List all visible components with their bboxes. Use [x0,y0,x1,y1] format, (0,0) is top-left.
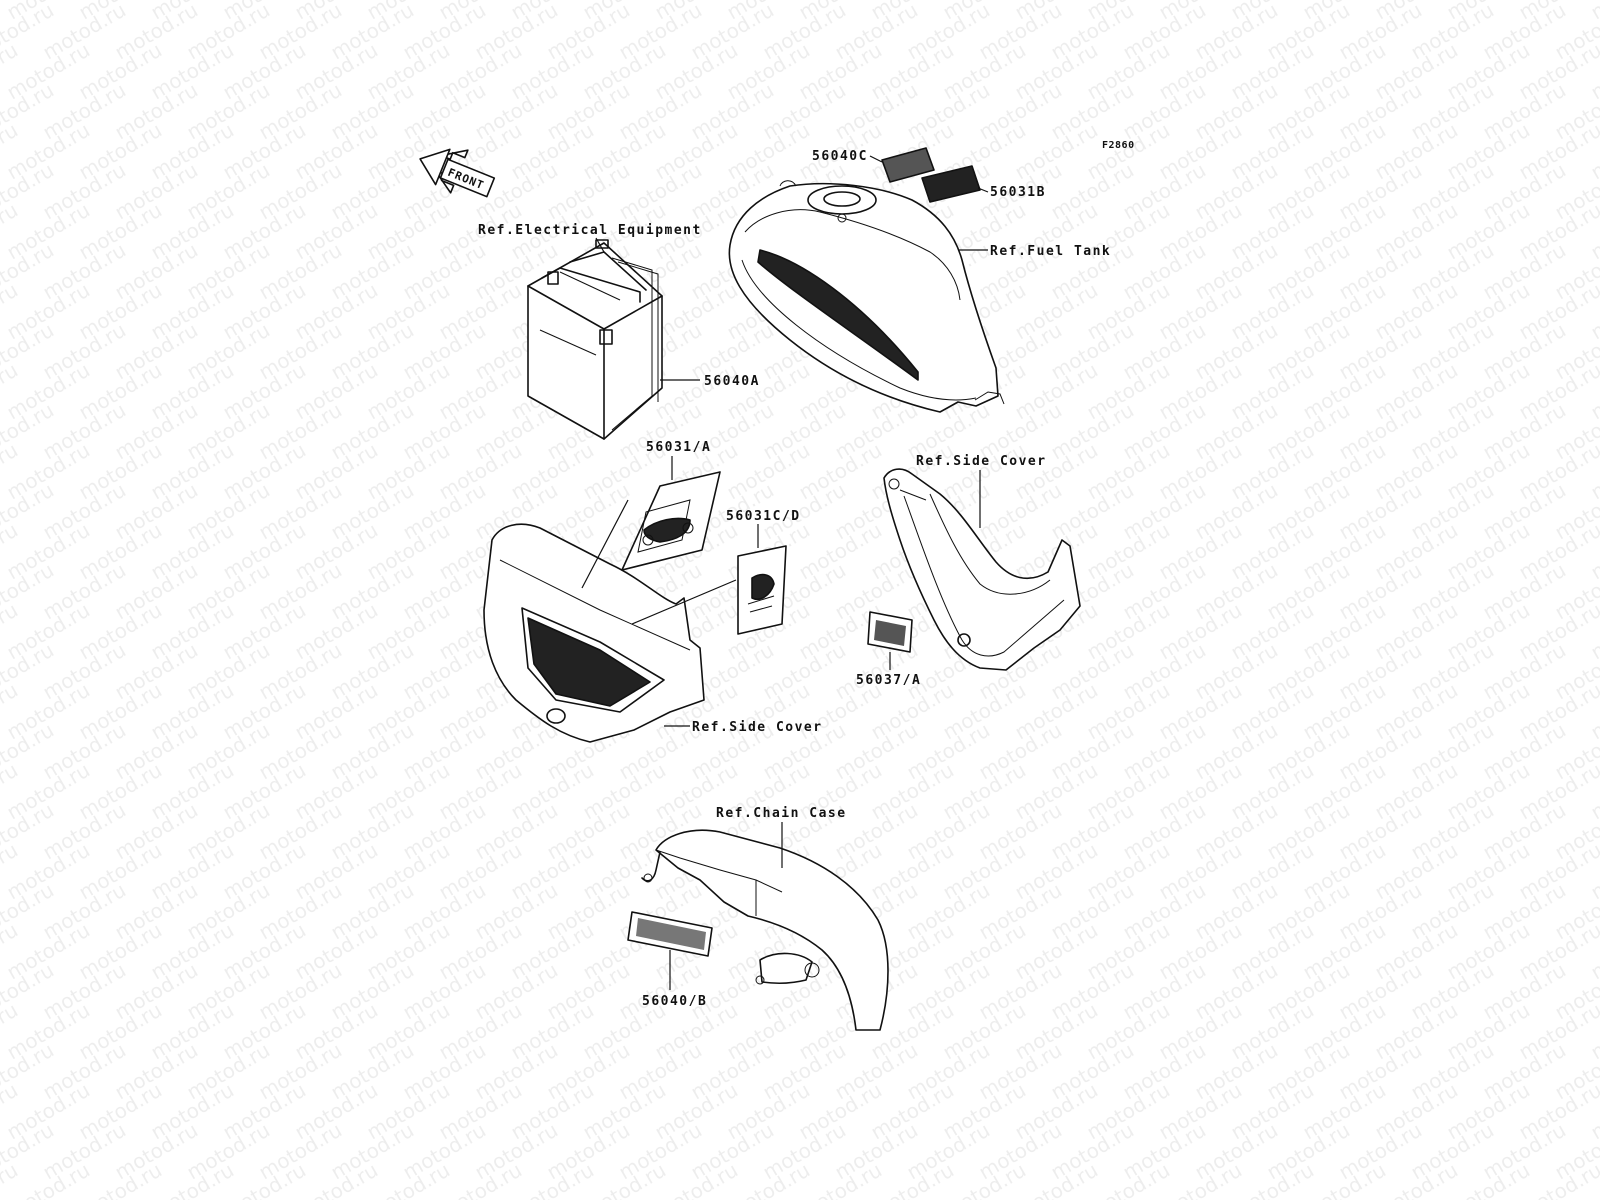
right-side-cover [883,468,1081,671]
label-ref-chain-case: Ref.Chain Case [716,806,847,821]
battery [527,239,663,440]
decal-56037A [867,611,913,653]
label-56040C: 56040C [812,149,868,164]
label-56037A: 56037/A [856,673,921,688]
label-ref-side-cover-right: Ref.Side Cover [916,454,1047,469]
label-56040B: 56040/B [642,994,707,1009]
decal-56040B [627,911,713,957]
label-56040A: 56040A [704,374,760,389]
label-ref-electrical-equipment: Ref.Electrical Equipment [478,223,702,238]
decal-56031B [921,165,981,203]
label-56031CD: 56031C/D [726,509,801,524]
chain-case [641,829,889,1031]
decal-56040C [881,147,935,183]
fuel-tank [728,180,1005,413]
decal-56031A [621,471,721,571]
decal-56031CD [737,545,787,635]
front-arrow-icon: FRONT [419,148,496,198]
label-ref-fuel-tank: Ref.Fuel Tank [990,244,1111,259]
label-56031B: 56031B [990,185,1046,200]
label-ref-side-cover-left: Ref.Side Cover [692,720,823,735]
figure-code: F2860 [1102,140,1135,151]
label-56031A: 56031/A [646,440,711,455]
left-side-cover [483,523,705,743]
